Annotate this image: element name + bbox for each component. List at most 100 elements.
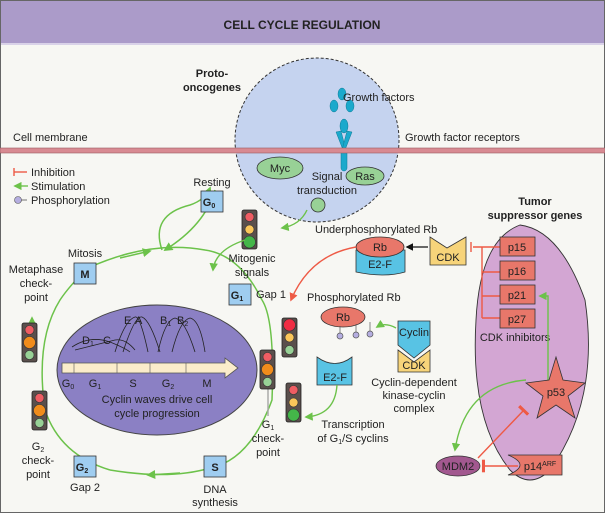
cell-membrane	[0, 147, 605, 154]
cyclin-label-e: E	[124, 315, 131, 327]
orange-light	[284, 332, 295, 343]
red-light	[262, 352, 273, 362]
proto-oncogene-region	[234, 57, 400, 223]
rb-phosphorylated-oval	[320, 306, 366, 328]
legend: Inhibition Stimulation Phosphorylation	[13, 167, 110, 207]
traffic-light-metaphase	[21, 322, 38, 363]
signal-transduction-label-2: transduction	[297, 185, 357, 197]
green-light	[243, 235, 256, 249]
growth-factor-receptors-label: Growth factor receptors	[405, 132, 520, 144]
phase-g1: G1 Gap 1	[228, 283, 286, 306]
phase-s: S DNA synthesis	[192, 455, 238, 509]
traffic-light-mitogenic	[241, 209, 258, 250]
tumor-suppressor-label-2: suppressor genes	[488, 210, 583, 222]
cdk-inhibition-lines	[470, 242, 500, 319]
phosphate-groups-icon	[336, 322, 374, 340]
traffic-light-transcription	[285, 382, 302, 423]
metaphase-checkpoint-label-2: check-	[20, 278, 53, 290]
orange-light	[261, 363, 274, 376]
diagram-title: CELL CYCLE REGULATION	[224, 18, 381, 32]
orange-light	[33, 404, 46, 417]
myc-label: Myc	[270, 163, 291, 175]
green-light	[284, 345, 295, 355]
cyclin-label-a: A	[135, 315, 143, 327]
mitosis-label: Mitosis	[68, 248, 103, 260]
green-light	[34, 418, 45, 428]
mitogenic-signals-label: Mitogenic	[228, 253, 276, 265]
gap1-label: Gap 1	[256, 289, 286, 301]
cyclin-wave-curves	[71, 316, 206, 353]
proto-oncogenes-label-2: oncogenes	[183, 82, 241, 94]
growth-factors-label: Growth factors	[343, 92, 415, 104]
metaphase-checkpoint-label: Metaphase	[9, 264, 63, 276]
inhibitor-label: p16	[508, 266, 526, 278]
complex-label-2: kinase-cyclin	[383, 390, 446, 402]
traffic-light-g2-checkpoint	[31, 390, 48, 431]
transcription-label: Transcription	[321, 419, 384, 431]
mitogenic-signals-label-2: signals	[235, 267, 270, 279]
inhibitor-p27: p27	[499, 308, 536, 329]
p14arf-block	[507, 454, 563, 476]
legend-inhibition: Inhibition	[31, 167, 75, 179]
red-light	[244, 212, 255, 222]
inhibitor-label: p27	[508, 314, 526, 326]
p14arf-label: p14ARF	[524, 461, 556, 473]
svg-text:G1: G1	[231, 290, 244, 303]
cdk-complex-block	[397, 349, 431, 373]
cyclin-label: Cyclin	[399, 327, 429, 339]
myc-oval	[256, 156, 304, 180]
growth-factors-icon	[329, 87, 355, 113]
green-light	[262, 377, 273, 387]
traffic-light-rb	[281, 317, 298, 358]
tumor-suppressor-label: Tumor	[518, 196, 552, 208]
cyclin-label-b2: B2	[177, 315, 188, 328]
signal-transduction-label: Signal	[312, 171, 343, 183]
timeline-phase-g2: G2	[162, 378, 175, 391]
g1-checkpoint-label-3: point	[256, 447, 280, 459]
svg-text:S: S	[211, 462, 218, 474]
g2-checkpoint-label-2: check-	[22, 455, 55, 467]
inhibitor-label: p15	[508, 242, 526, 254]
orange-light	[23, 336, 36, 349]
transcription-label-2: of G1/S cyclins	[317, 433, 389, 446]
e2f-free-label: E2-F	[323, 372, 347, 384]
cyclin-label-d1: D1	[82, 335, 94, 348]
p53-star	[524, 355, 587, 419]
red-light	[34, 393, 45, 403]
svg-text:M: M	[80, 269, 89, 281]
complex-label: Cyclin-dependent	[371, 377, 457, 389]
timeline-phase-s: S	[129, 378, 136, 390]
green-light	[287, 408, 300, 422]
inhibitor-label: p21	[508, 290, 526, 302]
phase-g2: G2 Gap 2	[70, 455, 100, 494]
red-light	[24, 325, 35, 335]
e2f-bound-block	[355, 249, 406, 276]
inhibitor-p15: p15	[499, 236, 536, 257]
mdm2-oval	[435, 455, 481, 477]
dna-synthesis-label: DNA	[203, 484, 227, 496]
rb-phosphorylated-label: Rb	[336, 312, 350, 324]
e2f-free-block	[316, 356, 353, 386]
svg-text:G2: G2	[76, 462, 89, 475]
g1-checkpoint-label: G1	[262, 419, 275, 432]
orange-light	[288, 397, 299, 408]
g1-checkpoint-label-2: check-	[252, 433, 285, 445]
phase-m: M Mitosis	[68, 248, 103, 285]
complex-label-3: complex	[394, 403, 435, 415]
cdk-inhibitors-label: CDK inhibitors	[480, 332, 551, 344]
orange-light	[244, 224, 255, 235]
ras-label: Ras	[355, 171, 375, 183]
traffic-light-g1-checkpoint	[259, 349, 276, 390]
cyclin-waves-caption: Cyclin waves drive cell	[102, 394, 213, 406]
phase-timeline-arrow	[61, 357, 239, 379]
ras-oval	[345, 166, 385, 186]
red-light	[288, 385, 299, 395]
cdk-block	[429, 236, 467, 266]
cdk-complex-label: CDK	[402, 360, 426, 372]
green-light	[24, 350, 35, 360]
dna-synthesis-label-2: synthesis	[192, 497, 238, 509]
rb-underphosphorylated-label: Rb	[373, 242, 387, 254]
timeline-phase-m: M	[202, 378, 211, 390]
signal-molecule-icon	[310, 197, 326, 213]
